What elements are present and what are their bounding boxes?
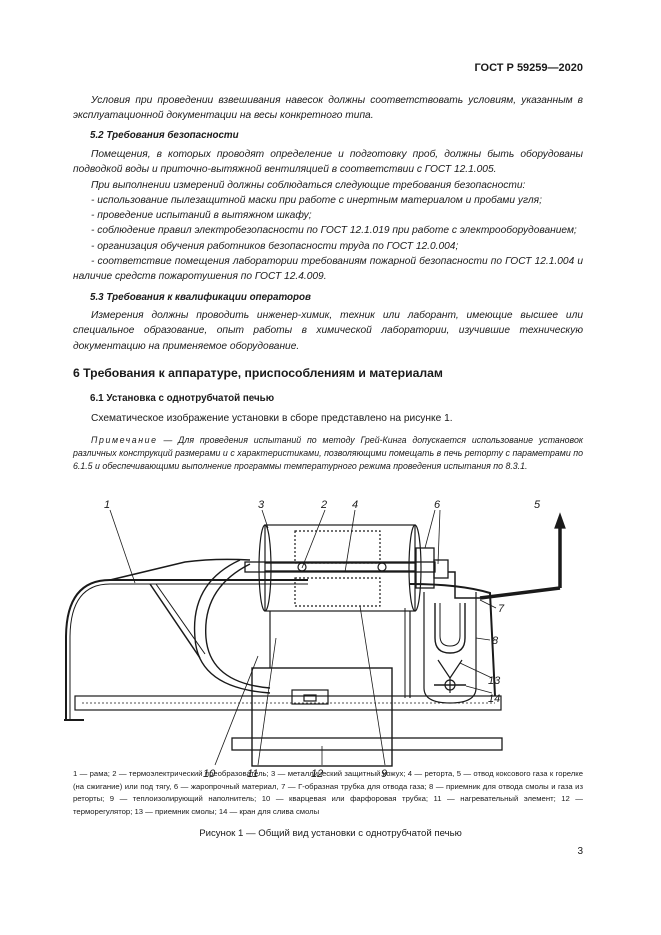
label-8: 8 — [492, 635, 499, 647]
label-3: 3 — [258, 499, 265, 511]
section-6-1-paragraph: Схематическое изображение установки в сб… — [91, 413, 453, 424]
label-7: 7 — [498, 603, 505, 615]
list-item: - проведение испытаний в вытяжном шкафу; — [91, 210, 312, 222]
list-item: - соблюдение правил электробезопасности … — [91, 225, 577, 237]
section-5-2-body: Помещения, в которых проводят определени… — [73, 147, 583, 285]
section-6-title: 6 Требования к аппаратуре, приспособлени… — [73, 366, 443, 380]
figure-caption: Рисунок 1 — Общий вид установки с однотр… — [199, 828, 462, 839]
note-text: — Для проведения испытаний по методу Гре… — [73, 435, 583, 472]
label-13: 13 — [488, 675, 501, 687]
label-2: 2 — [320, 499, 327, 511]
section-5-2-title: 5.2 Требования безопасности — [90, 130, 239, 141]
furnace-body — [264, 570, 416, 612]
paragraph: Помещения, в которых проводят определени… — [73, 149, 583, 176]
label-12: 12 — [311, 768, 323, 780]
label-14: 14 — [488, 693, 500, 705]
label-6: 6 — [434, 499, 441, 511]
list-item: - использование пылезащитной маски при р… — [91, 194, 542, 206]
frame-top — [65, 579, 308, 720]
receiver-8 — [434, 603, 466, 654]
intro-paragraph: Условия при проведении взвешивания навес… — [73, 95, 583, 122]
thermostat-12 — [251, 667, 393, 767]
note-label: Примечание — [91, 435, 158, 445]
page-number: 3 — [577, 846, 583, 857]
label-5: 5 — [534, 499, 541, 511]
document-code: ГОСТ Р 59259—2020 — [474, 62, 583, 74]
label-9: 9 — [381, 768, 387, 780]
label-11: 11 — [247, 768, 258, 780]
section-5-3-title: 5.3 Требования к квалификации операторов — [90, 292, 311, 303]
base-plate — [74, 695, 502, 711]
section-5-3-body: Измерения должны проводить инженер-химик… — [73, 310, 583, 352]
figure-legend: 1 — рама; 2 — термоэлектрический преобра… — [73, 769, 583, 816]
label-10: 10 — [203, 768, 216, 780]
figure-1: 1 2 3 4 5 6 7 8 9 10 11 12 13 14 — [40, 488, 622, 780]
refractory-6 — [415, 547, 435, 589]
paragraph: При выполнении измерений должны соблюдат… — [91, 179, 526, 191]
list-item: - соответствие помещения лаборатории тре… — [73, 256, 583, 283]
label-1: 1 — [104, 499, 110, 511]
tar-receiver-13 — [437, 659, 463, 680]
section-6-1-title: 6.1 Установка с однотрубчатой печью — [90, 393, 275, 404]
apparatus-diagram: 1 2 3 4 5 6 7 8 9 10 11 12 13 14 — [64, 499, 566, 780]
label-4: 4 — [352, 499, 358, 511]
gas-tube-7 — [448, 571, 480, 599]
note: Примечание — Для проведения испытаний по… — [73, 434, 583, 474]
list-item: - организация обучения работников безопа… — [91, 240, 459, 252]
retort-4 — [244, 561, 436, 573]
